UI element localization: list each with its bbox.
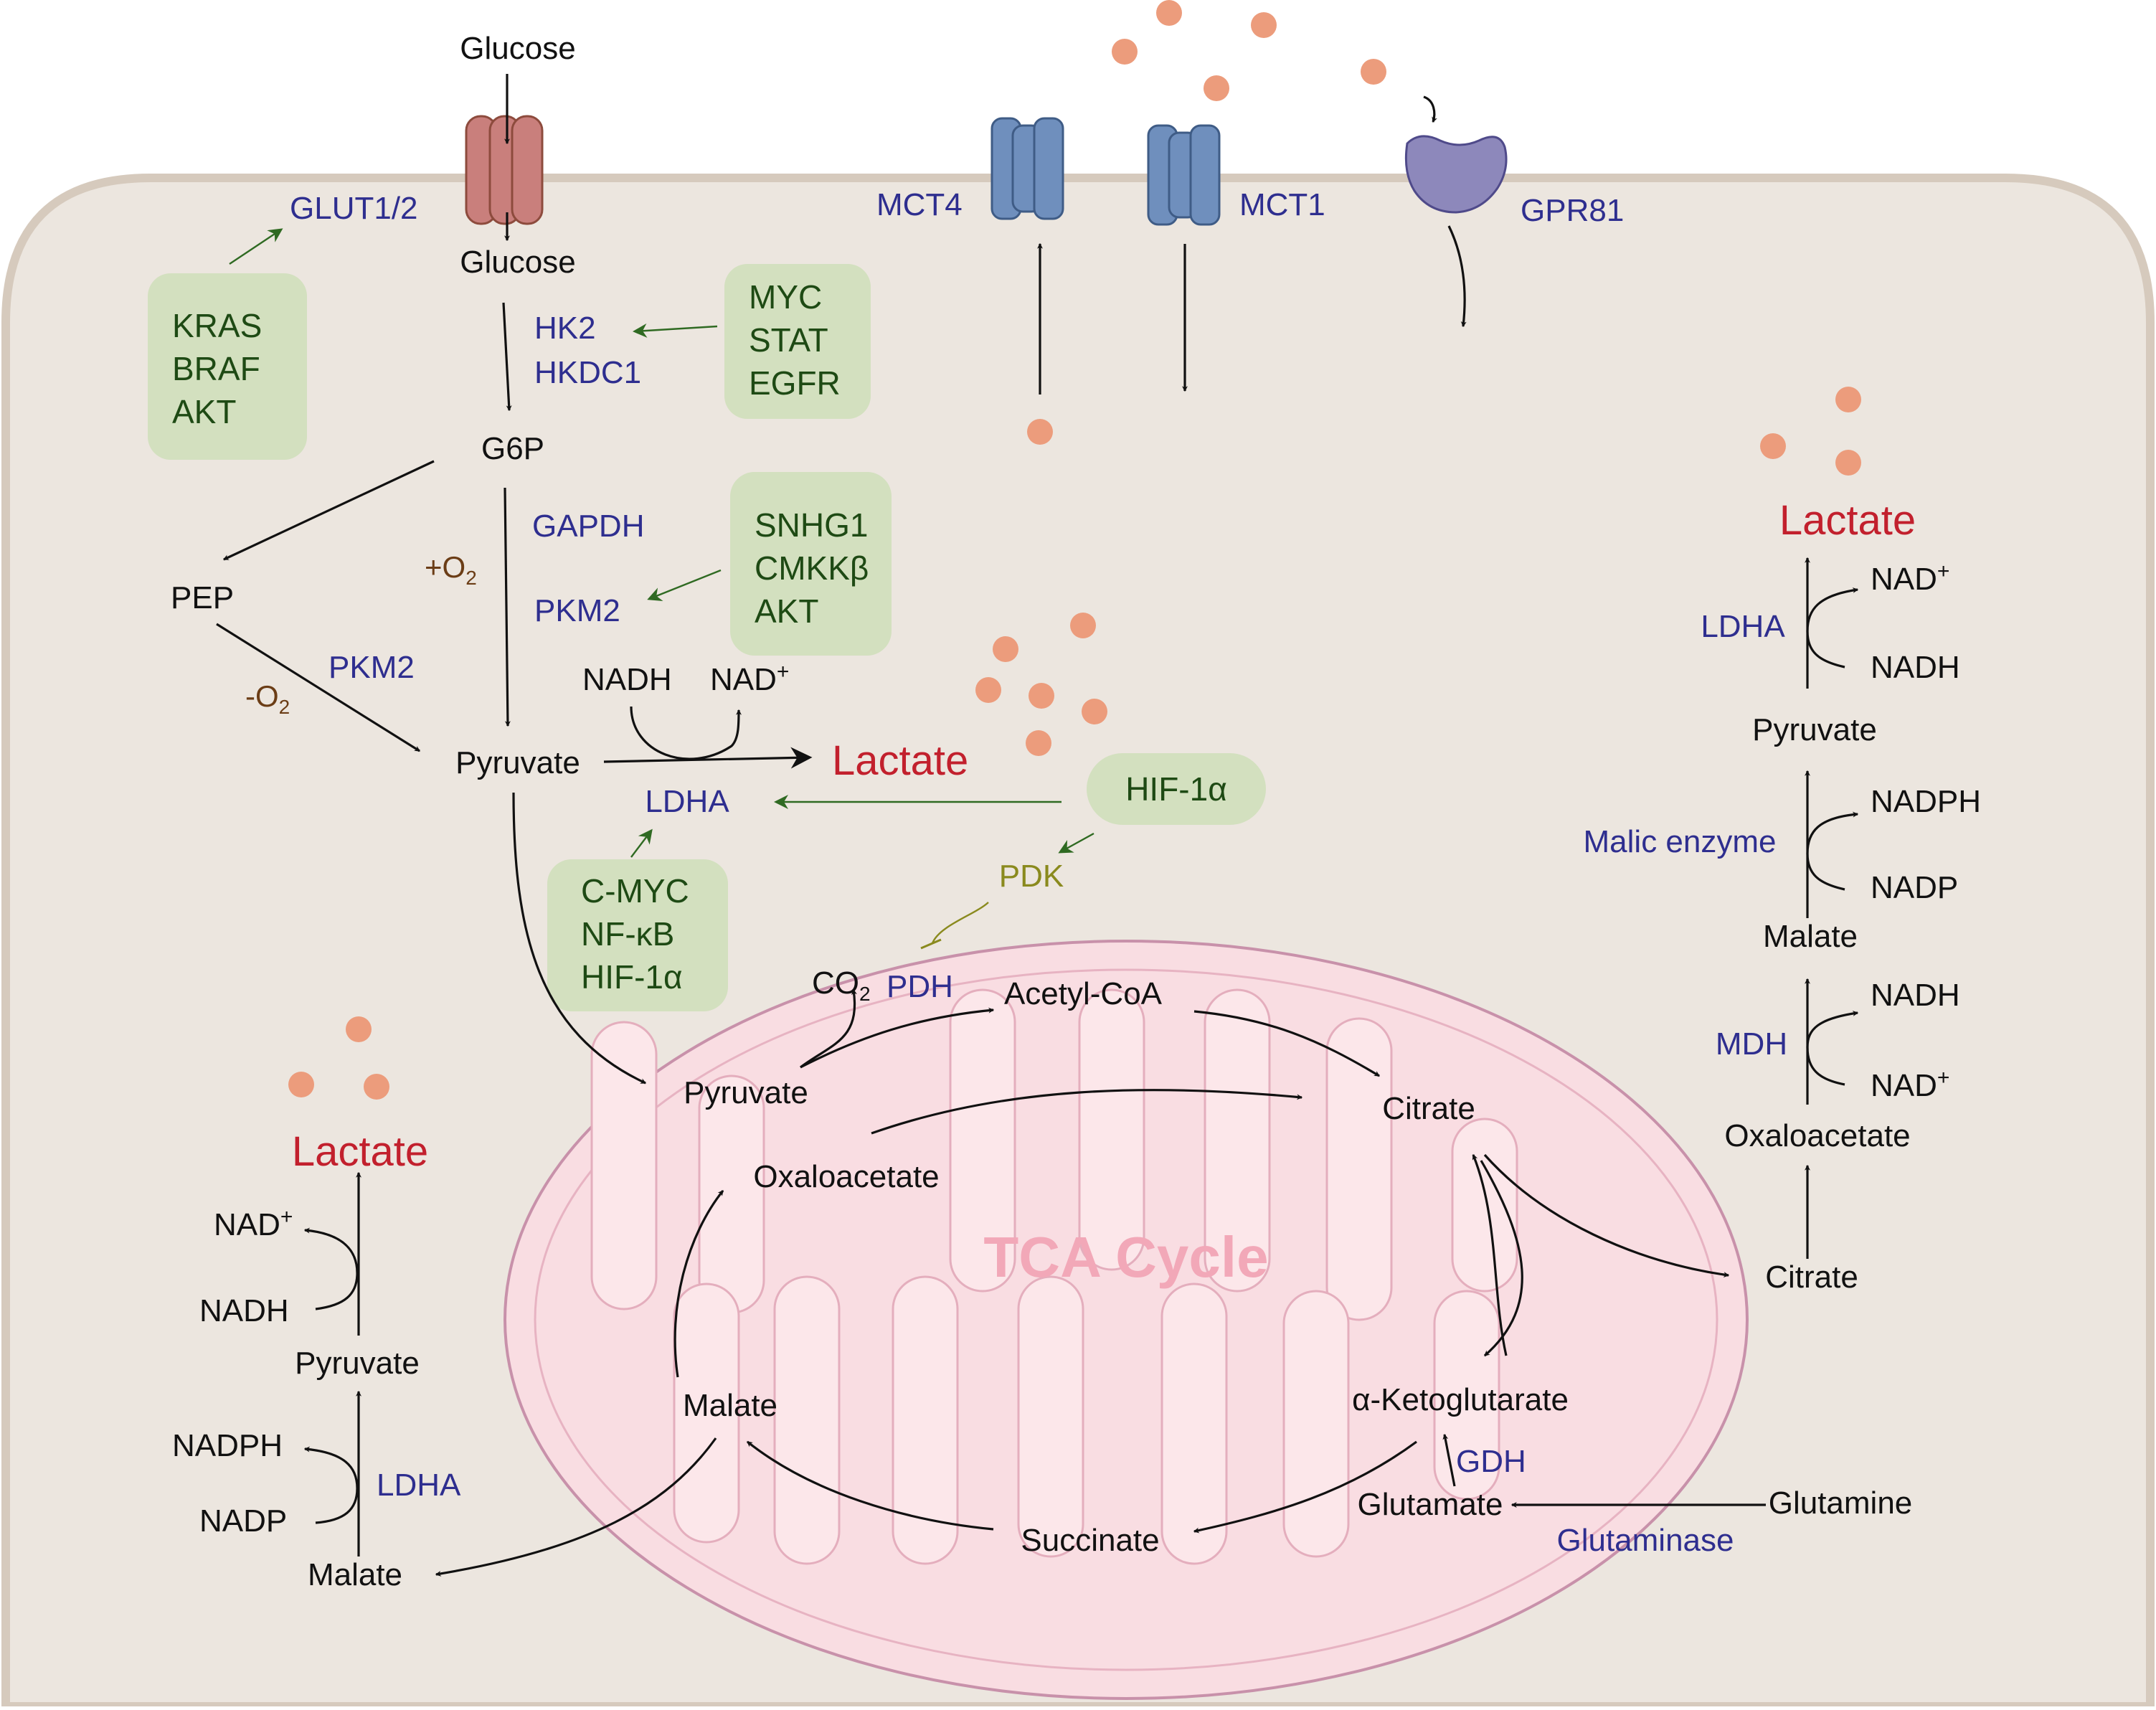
malate-left: Malate bbox=[308, 1557, 402, 1592]
acetyl-coa-label: Acetyl-CoA bbox=[1004, 976, 1163, 1011]
cristae bbox=[590, 988, 1518, 1565]
oxaloacetate-right: Oxaloacetate bbox=[1724, 1118, 1910, 1153]
enzyme-ldha-left: LDHA bbox=[377, 1468, 461, 1503]
pathway-arrows bbox=[216, 74, 1859, 1577]
lactate-right: Lactate bbox=[1779, 497, 1916, 544]
glutamine-label: Glutamine bbox=[1769, 1485, 1913, 1521]
citrate-mito: Citrate bbox=[1382, 1091, 1475, 1126]
regulator-braf: BRAF bbox=[172, 350, 260, 387]
pdk-inhibition bbox=[920, 902, 989, 950]
enzyme-mdh: MDH bbox=[1716, 1026, 1787, 1062]
plus-o2-label: +O2 bbox=[425, 550, 477, 589]
nadp-right: NADP bbox=[1871, 870, 1958, 905]
succinate-label: Succinate bbox=[1021, 1523, 1159, 1558]
glut-transporter bbox=[465, 115, 544, 225]
citrate-right: Citrate bbox=[1765, 1260, 1858, 1295]
nadh-cytosol: NADH bbox=[582, 662, 672, 697]
nadh-right-2: NADH bbox=[1871, 978, 1960, 1013]
pyruvate-cytosol: Pyruvate bbox=[455, 745, 580, 780]
lactate-molecules bbox=[288, 0, 1861, 1100]
regulator-hif1a: HIF-1α bbox=[1125, 770, 1227, 808]
regulation-arrows bbox=[229, 228, 1094, 858]
regulator-akt-2: AKT bbox=[755, 592, 818, 630]
enzyme-hkdc1: HKDC1 bbox=[534, 355, 641, 390]
nad-right-2: NAD+ bbox=[1871, 1066, 1949, 1103]
enzyme-pdk: PDK bbox=[999, 859, 1064, 894]
regulator-hif1a-2: HIF-1α bbox=[581, 958, 683, 996]
regulator-boxes bbox=[148, 264, 1266, 1011]
malate-right: Malate bbox=[1763, 919, 1858, 954]
enzyme-pdh: PDH bbox=[886, 969, 953, 1004]
nadph-left: NADPH bbox=[172, 1428, 283, 1463]
pyruvate-right: Pyruvate bbox=[1752, 712, 1877, 747]
g6p-label: G6P bbox=[481, 431, 544, 466]
regulator-snhg1: SNHG1 bbox=[755, 506, 868, 544]
pyruvate-mito: Pyruvate bbox=[684, 1075, 808, 1110]
mct4-transporter bbox=[990, 117, 1064, 220]
lactate-cytosol: Lactate bbox=[832, 737, 968, 784]
enzyme-glutaminase: Glutaminase bbox=[1556, 1523, 1734, 1558]
enzyme-hk2: HK2 bbox=[534, 311, 596, 346]
enzyme-malic: Malic enzyme bbox=[1584, 824, 1777, 859]
gpr81-label: GPR81 bbox=[1521, 193, 1624, 228]
enzyme-ldha-cytosol: LDHA bbox=[645, 784, 729, 819]
enzyme-gdh: GDH bbox=[1456, 1444, 1526, 1479]
regulator-cmyc: C-MYC bbox=[581, 872, 689, 910]
nadh-right: NADH bbox=[1871, 650, 1960, 685]
regulator-myc: MYC bbox=[749, 278, 822, 316]
glutamate-label: Glutamate bbox=[1358, 1487, 1503, 1522]
akg-label: α-Ketoglutarate bbox=[1352, 1382, 1569, 1417]
regulator-nfkb: NF-κB bbox=[581, 915, 674, 953]
mct1-label: MCT1 bbox=[1239, 187, 1325, 222]
nad-right: NAD+ bbox=[1871, 559, 1949, 597]
pyruvate-left: Pyruvate bbox=[295, 1346, 420, 1381]
oxaloacetate-mito: Oxaloacetate bbox=[753, 1159, 939, 1194]
nad-left: NAD+ bbox=[214, 1205, 293, 1242]
minus-o2-label: -O2 bbox=[245, 679, 290, 718]
glucose-intracellular: Glucose bbox=[460, 245, 575, 280]
nadh-left: NADH bbox=[199, 1293, 289, 1328]
regulator-akt-1: AKT bbox=[172, 393, 236, 430]
nad-cytosol: NAD+ bbox=[710, 660, 789, 697]
regulator-egfr: EGFR bbox=[749, 364, 841, 402]
enzyme-pkm2-left: PKM2 bbox=[328, 650, 415, 685]
enzyme-gapdh: GAPDH bbox=[532, 509, 644, 544]
glut-label: GLUT1/2 bbox=[290, 191, 418, 226]
enzyme-pkm2-right: PKM2 bbox=[534, 593, 620, 628]
co2-label: CO2 bbox=[812, 965, 871, 1005]
regulator-stat: STAT bbox=[749, 321, 828, 359]
gpr81-receptor bbox=[1404, 135, 1508, 214]
lactate-left: Lactate bbox=[292, 1128, 428, 1175]
nadp-left: NADP bbox=[199, 1503, 287, 1539]
tca-cycle-title: TCA Cycle bbox=[983, 1225, 1268, 1289]
nadph-right: NADPH bbox=[1871, 784, 1981, 819]
glucose-extracellular: Glucose bbox=[460, 31, 575, 66]
enzyme-ldha-right: LDHA bbox=[1701, 609, 1785, 644]
mitochondrion bbox=[503, 940, 1749, 1700]
regulator-kras: KRAS bbox=[172, 307, 262, 344]
mct4-label: MCT4 bbox=[876, 187, 963, 222]
regulator-cmkkb: CMKKβ bbox=[755, 549, 869, 587]
mct1-transporter bbox=[1147, 124, 1221, 226]
malate-mito: Malate bbox=[683, 1388, 777, 1423]
pep-label: PEP bbox=[171, 580, 234, 615]
